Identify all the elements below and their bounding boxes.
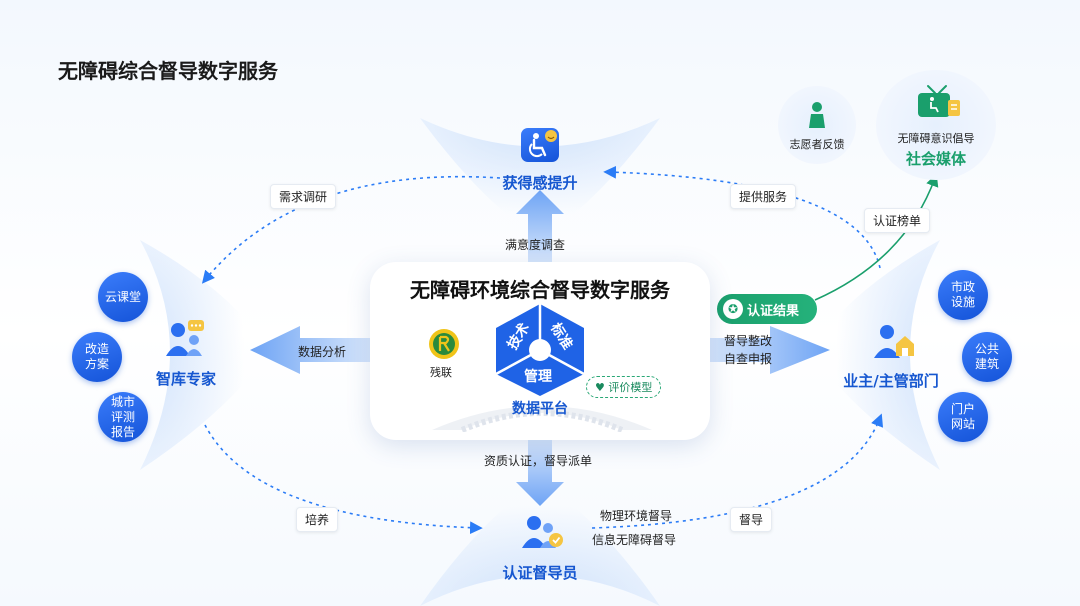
node-left-label: 智库专家	[155, 370, 216, 388]
circle-portal: 门户网站	[938, 392, 988, 442]
label-self-report: 自查申报	[724, 352, 773, 366]
green-arrow	[814, 173, 939, 301]
glow-top	[420, 118, 660, 240]
label-rectify: 督导整改	[724, 334, 773, 348]
seg-mgmt: 管理	[524, 369, 552, 385]
circle-cloud-class: 云课堂	[98, 272, 148, 322]
tag-cert-rank: 认证榜单	[864, 208, 931, 233]
volunteer-icon	[809, 102, 825, 128]
tag-demand: 需求调研	[270, 184, 337, 209]
medal-icon: ✪	[723, 299, 743, 319]
social-label: 社会媒体	[905, 150, 966, 168]
tag-train: 培养	[296, 507, 339, 532]
cert-result-label: 认证结果	[747, 303, 800, 319]
glow-left	[140, 240, 270, 470]
cert-result-pill: ✪ 认证结果	[717, 294, 817, 324]
label-satisfaction: 满意度调查	[505, 238, 566, 252]
dash-bottom-right	[591, 413, 884, 529]
owner-icon	[872, 322, 916, 360]
cdpf-logo-icon	[428, 328, 460, 360]
social-sub-label: 无障碍意识倡导	[897, 132, 975, 145]
node-right-label: 业主/主管部门	[843, 372, 939, 390]
dash-right-top	[603, 165, 881, 269]
platform-base-fan	[432, 406, 652, 432]
tv-icon	[918, 85, 960, 117]
circle-municipal: 市政设施	[938, 270, 988, 320]
label-qualify: 资质认证，督导派单	[484, 454, 593, 468]
tag-supervise: 督导	[730, 507, 773, 532]
platform-label: 数据平台	[512, 401, 568, 417]
node-bottom-label: 认证督导员	[502, 564, 578, 582]
platform-hexagon	[495, 304, 585, 396]
center-card: 无障碍环境综合督导数字服务 残联 技术 标准 管理 数据平台	[370, 262, 710, 440]
volunteer-bubble: 志愿者反馈	[778, 86, 856, 164]
label-data-analysis: 数据分析	[298, 345, 347, 359]
cdpf-label: 残联	[430, 366, 452, 379]
accessibility-icon	[521, 128, 559, 162]
social-bubble: 无障碍意识倡导 社会媒体	[876, 70, 996, 180]
arrow-up	[516, 190, 564, 262]
expert-icon	[164, 318, 206, 358]
circle-city-report: 城市评测报告	[98, 392, 148, 442]
eval-model-label: 评价模型	[608, 381, 653, 394]
label-info: 信息无障碍督导	[592, 533, 677, 547]
arrow-left	[250, 326, 370, 374]
label-phys: 物理环境督导	[600, 509, 673, 523]
dash-left-bottom	[204, 424, 483, 535]
circle-public-building: 公共建筑	[962, 332, 1012, 382]
glow-right	[810, 240, 940, 470]
page-title: 无障碍综合督导数字服务	[58, 59, 278, 83]
node-top-label: 获得感提升	[502, 174, 578, 192]
circle-renovation-plan: 改造方案	[72, 332, 122, 382]
tag-provide: 提供服务	[730, 184, 797, 209]
arrow-right	[710, 326, 830, 374]
volunteer-label: 志愿者反馈	[789, 138, 845, 151]
arrow-down	[516, 440, 564, 506]
heart-icon: ♥	[595, 381, 605, 394]
inspector-icon	[520, 514, 564, 550]
eval-model-pill: ♥ 评价模型	[586, 376, 662, 398]
center-title: 无障碍环境综合督导数字服务	[410, 278, 670, 302]
